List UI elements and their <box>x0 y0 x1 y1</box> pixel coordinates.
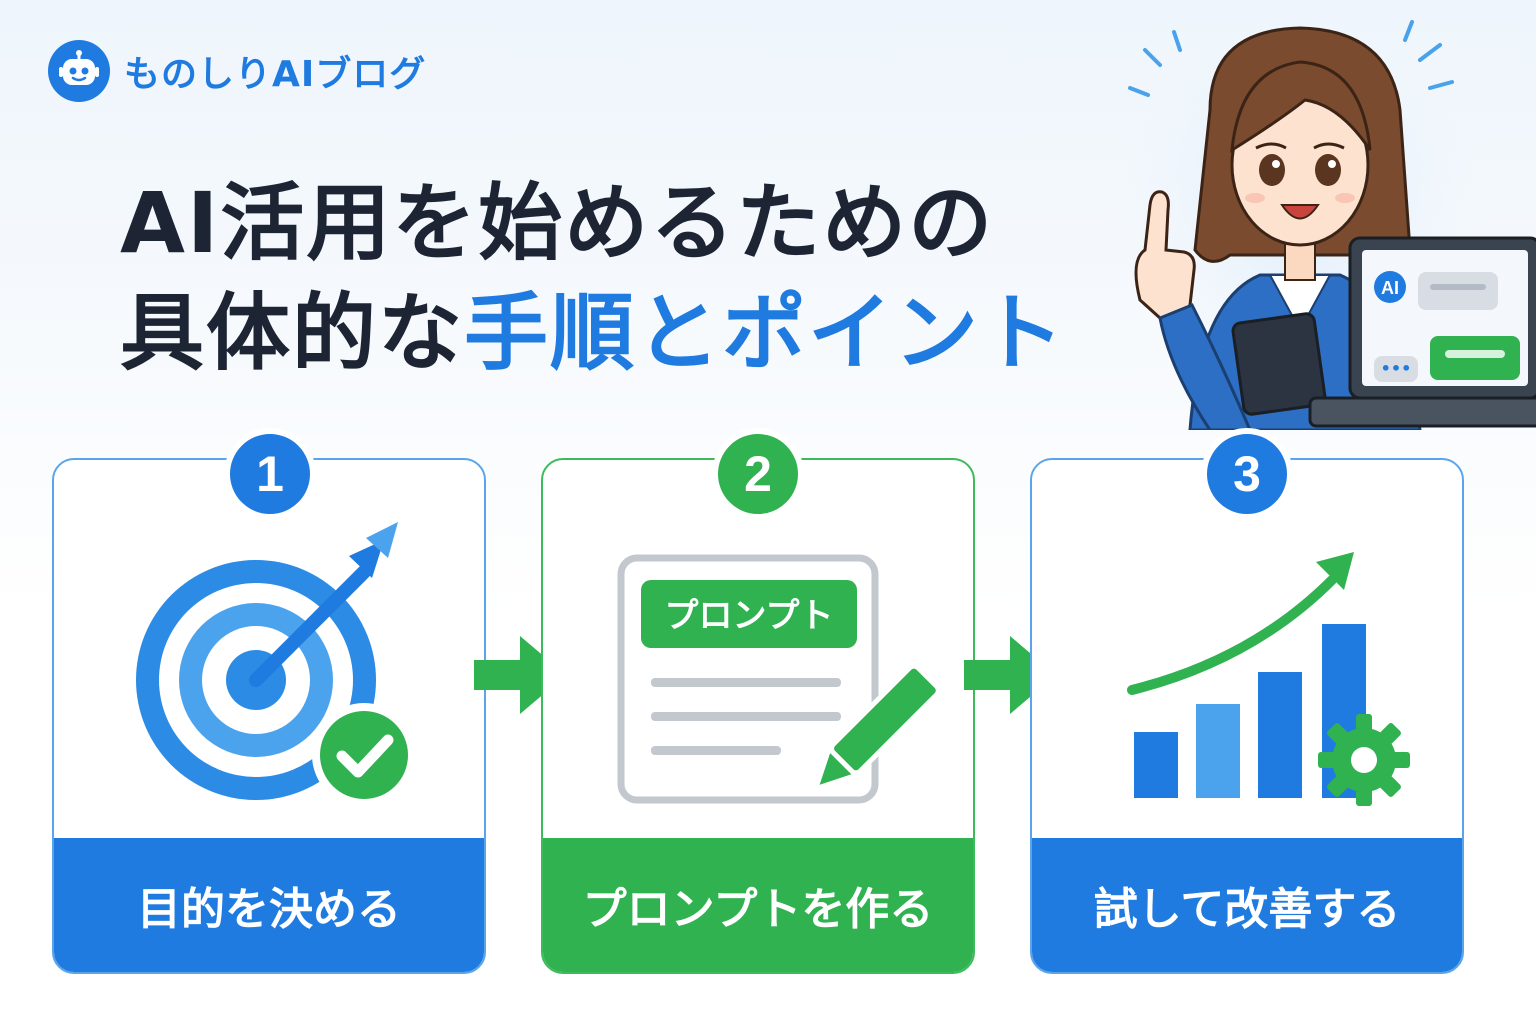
step-label-2: プロンプトを作る <box>543 838 973 972</box>
step-number-1: 1 <box>224 428 316 520</box>
target-check-icon <box>136 522 416 807</box>
sparkle-icon <box>1128 20 1454 97</box>
brand-name: ものしりAIブログ <box>124 54 427 95</box>
step-label-1: 目的を決める <box>54 838 484 972</box>
step-card-3[interactable]: 試して改善する <box>1030 458 1464 974</box>
laptop-ai-badge: AI <box>1381 278 1399 298</box>
prompt-document-icon: プロンプト <box>617 554 941 804</box>
step-card-2[interactable]: プロンプト プロンプトを作る <box>541 458 975 974</box>
title-line-2: 具体的な手順とポイント <box>120 278 1066 388</box>
robot-icon <box>48 40 110 102</box>
page-title: AI活用を始めるための 具体的な手順とポイント <box>120 168 1066 388</box>
presenter-illustration: AI ••• <box>1110 10 1536 430</box>
step-number-2: 2 <box>712 428 804 520</box>
growth-chart-icon <box>1127 552 1410 806</box>
title-line-2-accent: 手順とポイント <box>464 284 1067 382</box>
title-line-2-plain: 具体的な <box>120 284 465 382</box>
typing-dots: ••• <box>1381 359 1412 378</box>
step-number-3: 3 <box>1201 428 1293 520</box>
step-label-3: 試して改善する <box>1032 838 1462 972</box>
brand[interactable]: ものしりAIブログ <box>48 40 426 102</box>
title-line-1: AI活用を始めるための <box>120 174 995 272</box>
step-card-1[interactable]: 目的を決める <box>52 458 486 974</box>
prompt-tag: プロンプト <box>665 596 834 636</box>
